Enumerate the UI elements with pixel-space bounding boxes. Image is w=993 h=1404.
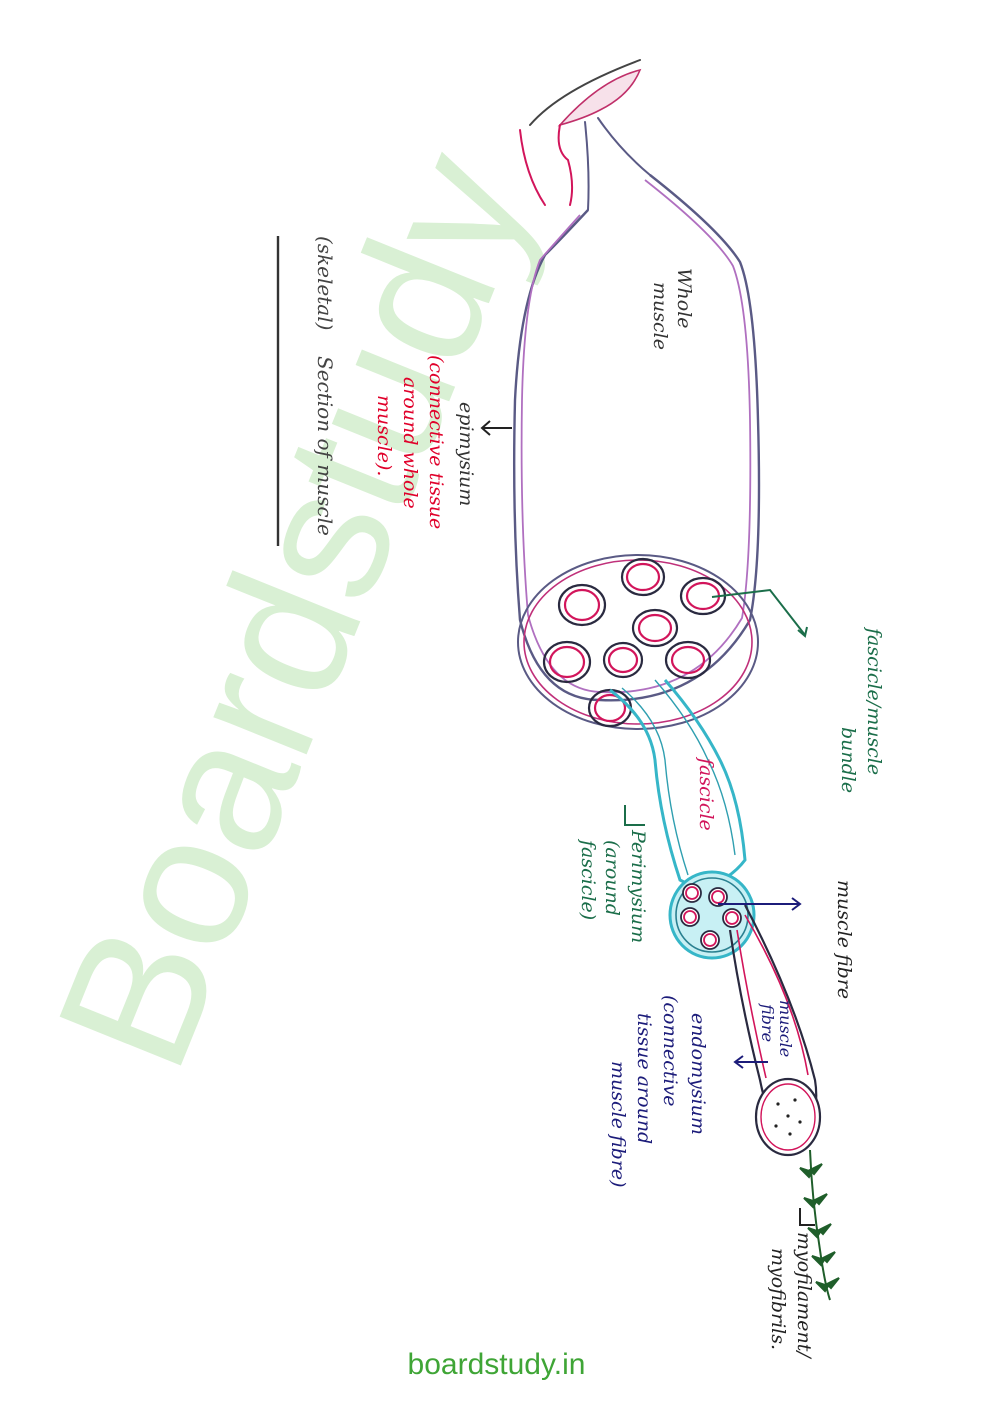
label-whole-muscle-1: Whole <box>673 268 695 329</box>
label-perimysium-2: (around <box>601 840 623 916</box>
fibre <box>722 908 742 928</box>
fibre <box>680 907 700 927</box>
page-title: Section of muscle <box>313 356 337 536</box>
label-perimysium-1: Perimysium <box>627 829 649 943</box>
label-perimysium-3: fascicle) <box>577 838 599 920</box>
fascicle-bundle-pointer <box>711 588 808 638</box>
label-endomysium-1: endomysium <box>687 1013 709 1135</box>
label-muscle-fibre-inner-2: fibre <box>758 1003 777 1042</box>
title-group: (skeletal) Section of muscle <box>276 236 337 546</box>
label-whole-muscle-2: muscle <box>649 282 671 350</box>
label-fascicle-bundle-1: fascicle/muscle <box>863 626 885 775</box>
label-endomysium-3: tissue around <box>633 1013 655 1144</box>
myofilament-strand <box>799 1149 840 1301</box>
bundle <box>557 583 607 627</box>
label-epimysium-desc-3: muscle). <box>373 395 395 476</box>
bundle <box>631 608 679 648</box>
footer-url[interactable]: boardstudy.in <box>407 1348 586 1381</box>
muscle-fibre-extracted <box>728 904 822 1157</box>
myofibril-dots <box>774 1098 802 1136</box>
epimysium-arrow <box>480 420 512 436</box>
bundle <box>664 640 712 680</box>
labels: (skeletal) Section of muscle Whole muscl… <box>276 236 885 1359</box>
title-prefix: (skeletal) <box>313 236 337 330</box>
fibre <box>700 930 720 950</box>
perimysium-arrow <box>624 805 645 826</box>
fibre-circles <box>680 883 742 950</box>
label-epimysium: epimysium <box>455 402 477 506</box>
bundle <box>602 641 644 679</box>
annotation-arrows <box>480 420 815 1226</box>
endomysium-arrow <box>733 1055 768 1069</box>
bundle <box>587 688 633 728</box>
label-epimysium-desc-2: around whole <box>399 377 421 509</box>
watermark: Boardstudy <box>16 125 573 1096</box>
label-endomysium-4: muscle fibre) <box>607 1061 629 1188</box>
label-fascicle-bundle-2: bundle <box>837 727 859 793</box>
label-epimysium-desc-1: (connective tissue <box>425 355 447 529</box>
label-muscle-fibre-inner-1: muscle <box>776 1000 795 1057</box>
fibre <box>708 887 728 907</box>
myofilament-arrow <box>799 1208 815 1226</box>
muscle-bundles <box>542 557 727 728</box>
label-muscle-fibre: muscle fibre <box>833 880 855 999</box>
tendon <box>519 59 651 211</box>
bundle <box>620 557 666 597</box>
fascicle-extracted <box>609 679 756 960</box>
bundle <box>542 640 592 684</box>
fibre <box>682 883 702 903</box>
label-myofilament-2: myofibrils. <box>767 1248 789 1350</box>
label-myofilament-1: myofilament/ <box>793 1232 815 1359</box>
label-fascicle: fascicle <box>695 756 717 831</box>
muscle-cross-section <box>517 554 759 730</box>
label-endomysium-2: (connective <box>659 995 681 1107</box>
muscle-fibre-arrow <box>718 897 802 911</box>
